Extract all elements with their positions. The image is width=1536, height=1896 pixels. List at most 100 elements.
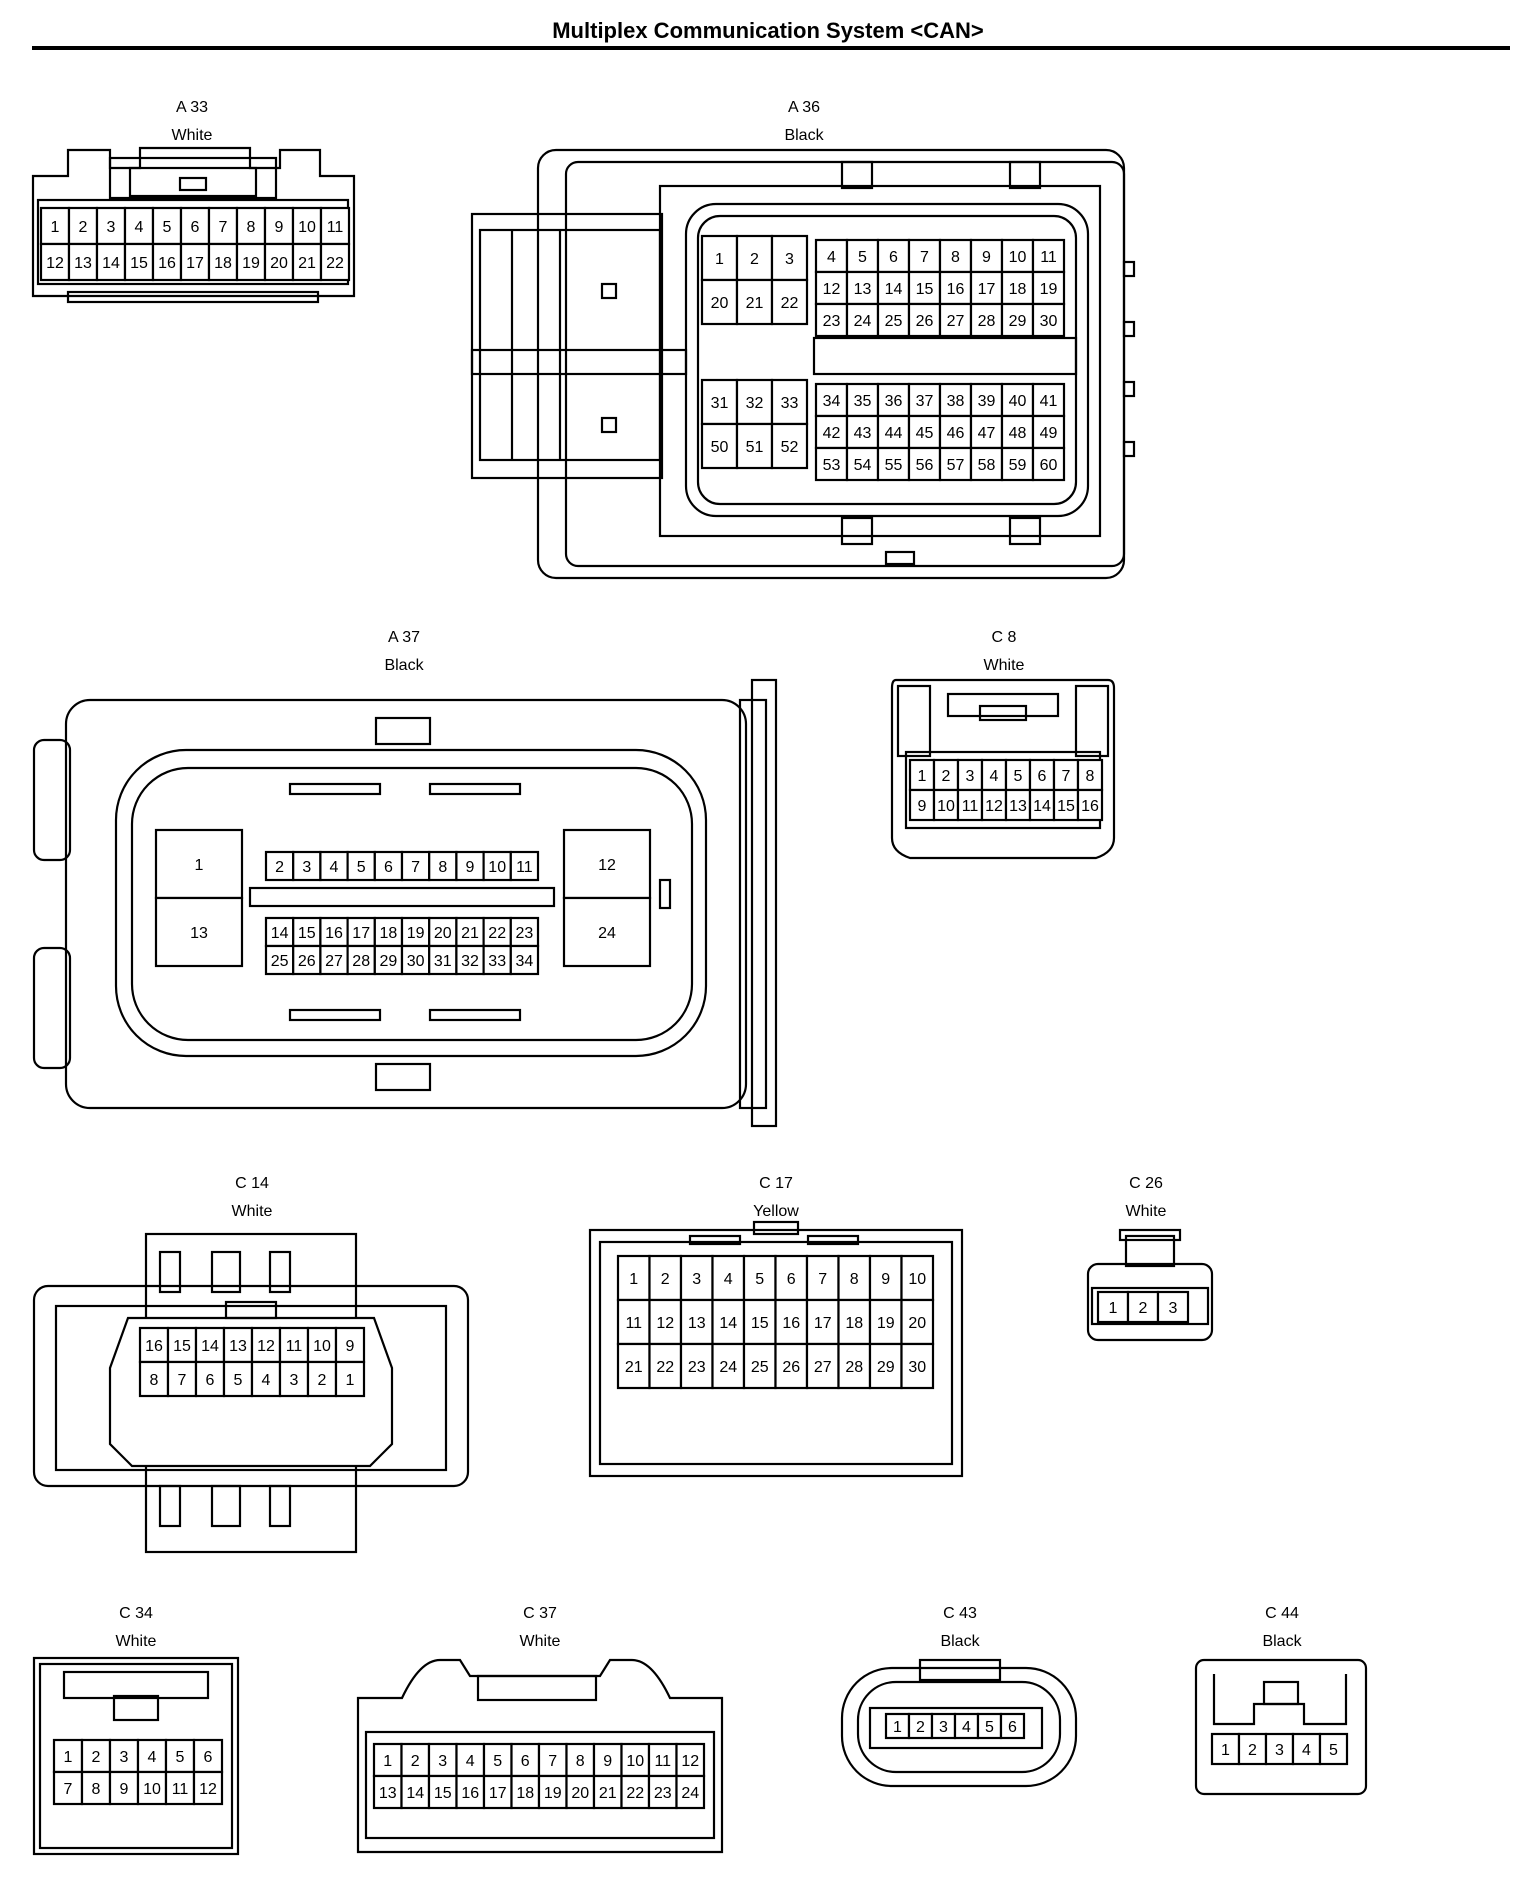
c37-pin-3: 3: [438, 1753, 447, 1770]
a37-pin-12: 12: [598, 857, 616, 874]
a37-pin-14: 14: [271, 925, 289, 942]
a36-pin-25: 25: [885, 313, 903, 330]
c37-pin-21: 21: [599, 1785, 617, 1802]
c34-pin-8: 8: [92, 1781, 101, 1798]
a33-pin-3: 3: [107, 219, 116, 236]
c34-pin-7-cell: [52, 1770, 84, 1806]
a37-pin-32: 32: [461, 953, 479, 970]
a37-pin-26: 26: [298, 953, 316, 970]
c17-pin-30: 30: [908, 1359, 926, 1376]
a36-pin-48: 48: [1009, 425, 1027, 442]
connector-a36-color: Black: [784, 127, 824, 144]
c37-pin-16-cell: [455, 1774, 486, 1810]
connector-c37-id: C 37: [523, 1605, 557, 1622]
c8-pin-16: 16: [1081, 798, 1099, 815]
c14-pin-9-cell: [334, 1326, 366, 1364]
a36-pin-52-cell: [770, 422, 809, 470]
c8-pin-12: 12: [985, 798, 1003, 815]
c34-pin-5: 5: [176, 1749, 185, 1766]
a36-pin-2: 2: [750, 251, 759, 268]
c14-pin-8-cell: [138, 1360, 170, 1398]
a36-pin-48-cell: [1000, 414, 1035, 450]
c37-pin-22-cell: [620, 1774, 651, 1810]
c17-pin-1: 1: [629, 1271, 638, 1288]
c37-pin-13: 13: [379, 1785, 397, 1802]
c37-pin-19: 19: [544, 1785, 562, 1802]
a33-pin-20: 20: [270, 255, 288, 272]
a33-pin-13: 13: [74, 255, 92, 272]
a37-pin-17-cell: [346, 916, 376, 948]
c14-pin-2-cell: [306, 1360, 338, 1398]
c8-pin-8: 8: [1086, 768, 1095, 785]
c43-pin-2: 2: [916, 1719, 925, 1736]
a37-pin-24: 24: [598, 925, 616, 942]
a33-pin-12: 12: [46, 255, 64, 272]
a36-pin-43: 43: [854, 425, 872, 442]
a33-pin-13-cell: [67, 242, 99, 282]
a37-pin-23: 23: [516, 925, 534, 942]
a37-pin-24-cell: [562, 896, 652, 968]
c17-pin-11-cell: [616, 1298, 651, 1346]
connector-a36-id: A 36: [788, 99, 820, 116]
a37-pin-22: 22: [488, 925, 506, 942]
c14-pin-1: 1: [346, 1372, 355, 1389]
c37-pin-4: 4: [466, 1753, 475, 1770]
a36-pin-46: 46: [947, 425, 965, 442]
a33-pin-4: 4: [135, 219, 144, 236]
a37-pin-5: 5: [357, 859, 366, 876]
c17-pin-27: 27: [814, 1359, 832, 1376]
c44-pin-2: 2: [1248, 1742, 1257, 1759]
c17-pin-4-cell: [711, 1254, 746, 1302]
a36-pin-1-cell: [700, 234, 739, 282]
connector-c8-color: White: [984, 657, 1025, 674]
c17-pin-21-cell: [616, 1342, 651, 1390]
a37-pin-29-cell: [373, 944, 404, 976]
a36-pin-53: 53: [823, 457, 841, 474]
c17-pin-14-cell: [711, 1298, 746, 1346]
c14-pin-4: 4: [262, 1372, 271, 1389]
c17-pin-25: 25: [751, 1359, 769, 1376]
connector-c17-color: Yellow: [753, 1203, 799, 1220]
c17-pin-21: 21: [625, 1359, 643, 1376]
c37-pin-14-cell: [400, 1774, 431, 1810]
a36-pin-1: 1: [715, 251, 724, 268]
a37-pin-25: 25: [271, 953, 289, 970]
a36-pin-36-cell: [876, 382, 911, 418]
a37-pin-21: 21: [461, 925, 479, 942]
a36-pin-45: 45: [916, 425, 934, 442]
c17-pin-4: 4: [724, 1271, 733, 1288]
c14-pin-3-cell: [278, 1360, 310, 1398]
a33-pin-17: 17: [186, 255, 204, 272]
c14-pin-13: 13: [229, 1338, 247, 1355]
a33-pin-5: 5: [163, 219, 172, 236]
c26-pin-3-cell: [1156, 1290, 1190, 1324]
a36-pin-41: 41: [1040, 393, 1058, 410]
a36-pin-20: 20: [711, 295, 729, 312]
a33-pin-11: 11: [327, 219, 344, 236]
c14-pin-13-cell: [222, 1326, 254, 1364]
a36-pin-7: 7: [920, 249, 929, 266]
a33-pin-2-cell: [67, 206, 99, 246]
c17-pin-24-cell: [711, 1342, 746, 1390]
c44-pin-4: 4: [1302, 1742, 1311, 1759]
c17-pin-27-cell: [805, 1342, 840, 1390]
a36-pin-12: 12: [823, 281, 841, 298]
a37-pin-17: 17: [352, 925, 370, 942]
a37-pin-8: 8: [438, 859, 447, 876]
a36-pin-45-cell: [907, 414, 942, 450]
a33-pin-18-cell: [207, 242, 239, 282]
a36-pin-9: 9: [982, 249, 991, 266]
a37-pin-30: 30: [407, 953, 425, 970]
c17-pin-17: 17: [814, 1315, 832, 1332]
title-rule: [32, 46, 1510, 50]
c34-pin-2: 2: [92, 1749, 101, 1766]
a36-pin-4: 4: [827, 249, 836, 266]
c34-pin-6-cell: [192, 1738, 224, 1774]
c8-pin-4-cell: [980, 758, 1008, 792]
a36-pin-51: 51: [746, 439, 764, 456]
c14-pin-12-cell: [250, 1326, 282, 1364]
c34-pin-8-cell: [80, 1770, 112, 1806]
a36-pin-55: 55: [885, 457, 903, 474]
c8-pin-6: 6: [1038, 768, 1047, 785]
